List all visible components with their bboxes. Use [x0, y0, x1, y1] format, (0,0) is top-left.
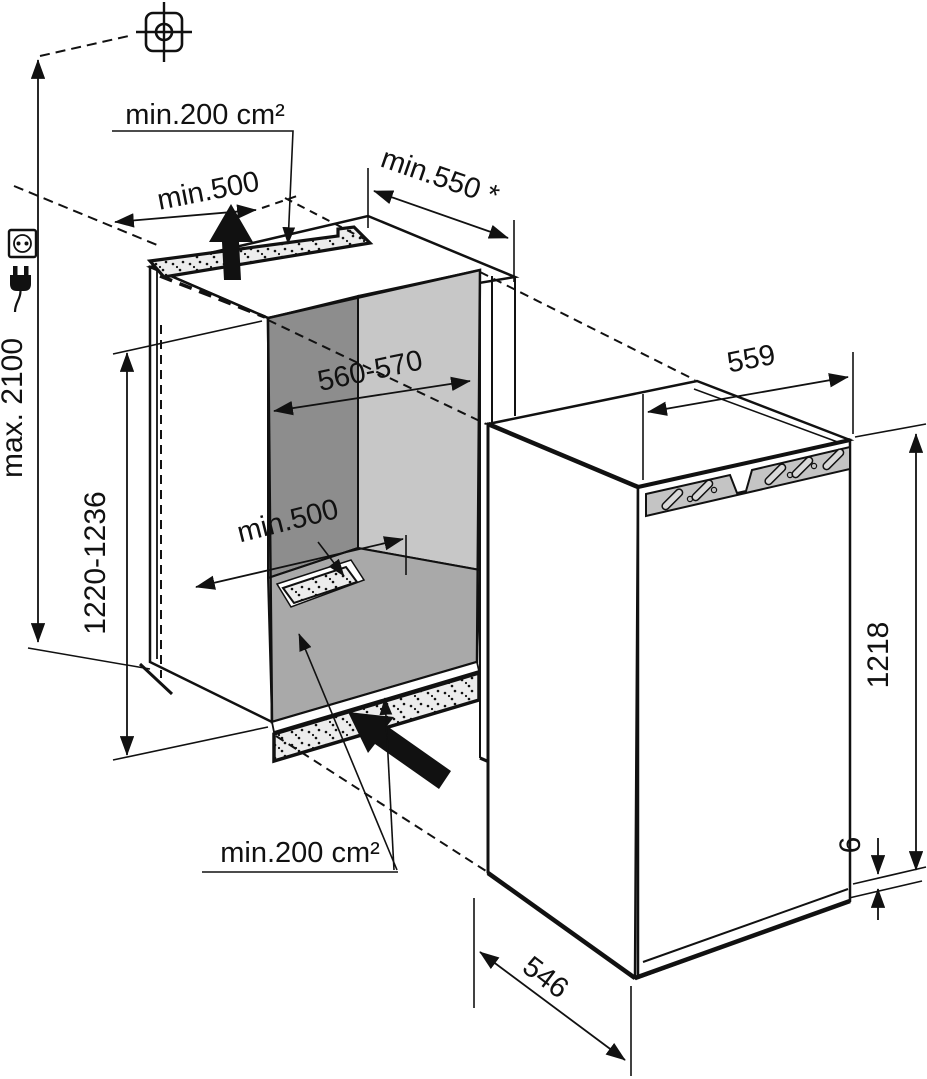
appliance-left-face: [486, 422, 640, 981]
guide-dash-min500: [261, 194, 301, 209]
plug-icon: [10, 266, 31, 313]
dim-clearance-top: min.500: [114, 166, 262, 228]
vent-area-top-label: min.200 cm²: [125, 99, 285, 131]
appliance-width-label: 559: [724, 339, 778, 380]
clearance-top-label: min.500: [155, 166, 262, 217]
guide-dash-top: [284, 197, 371, 243]
appliance-bottom-front-edge: [634, 898, 851, 981]
niche-back-wall: [357, 268, 481, 572]
appliance-front-face: [636, 438, 852, 980]
bottom-gap-label: 6: [834, 837, 867, 854]
appliance: [483, 379, 855, 981]
socket-icon: [7, 228, 38, 259]
dim-max-height: max. 2100: [0, 59, 46, 643]
air-in-arrow: [348, 712, 451, 789]
dim-max-height-label: max. 2100: [0, 338, 29, 478]
fixing-guide-dashed-line: [39, 34, 134, 57]
dim-vent-area-top: min.200 cm²: [112, 99, 296, 245]
appliance-top-left-edge: [487, 421, 639, 490]
cabinet-left-face: [148, 265, 274, 725]
fixing-position-icon: [136, 2, 192, 62]
appliance-top-front-edge: [637, 438, 851, 489]
niche-ceiling-hidden-edge: [159, 274, 266, 319]
appliance-base-line: [642, 888, 849, 963]
dim-bottom-gap: 6: [834, 837, 923, 920]
appliance-depth-label: 546: [516, 950, 574, 1005]
cabinet-bottom-corner-edge: [138, 662, 174, 696]
floor-line: [27, 647, 151, 670]
vent-area-bottom-label: min.200 cm²: [220, 837, 380, 869]
niche-height-label: 1220-1236: [79, 491, 112, 634]
appliance-height-label: 1218: [862, 622, 895, 689]
dim-appliance-height: 1218: [852, 423, 927, 885]
niche-depth-label: min.550 *: [377, 142, 503, 212]
dim-vent-area-bottom: min.200 cm²: [202, 633, 398, 873]
mounting-bracket: [645, 445, 851, 518]
dim-niche-height: 1220-1236: [79, 320, 269, 761]
